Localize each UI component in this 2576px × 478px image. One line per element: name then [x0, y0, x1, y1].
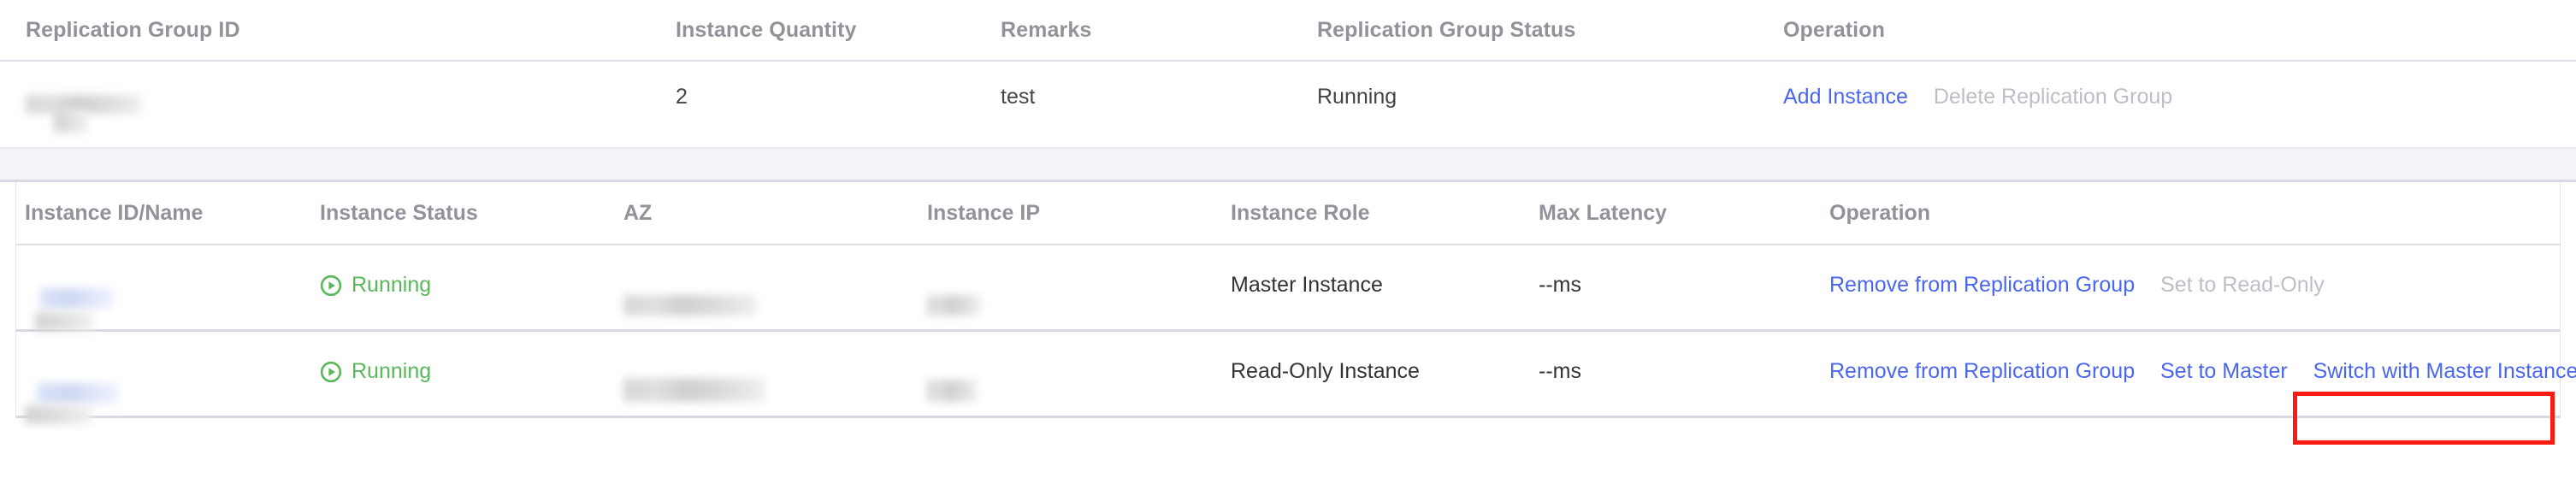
column-header-remarks: Remarks	[1001, 17, 1092, 42]
add-instance-link[interactable]: Add Instance	[1783, 85, 1908, 109]
column-header-operation: Operation	[1783, 17, 1885, 42]
cell-instance-id-name[interactable]	[16, 245, 320, 339]
redaction-blob	[37, 383, 118, 404]
cell-instance-role: Master Instance	[1231, 273, 1383, 297]
switch-with-master-instance-link[interactable]: Switch with Master Instance	[2313, 359, 2576, 383]
cell-instance-status: Running	[320, 332, 623, 384]
instance-status-label: Running	[352, 359, 432, 383]
redaction-blob	[54, 110, 88, 133]
column-header-instance-quantity: Instance Quantity	[676, 17, 857, 42]
cell-replication-group-id[interactable]	[0, 62, 676, 134]
cell-az	[623, 245, 927, 316]
remove-from-replication-group-link[interactable]: Remove from Replication Group	[1829, 359, 2136, 383]
cell-instance-status: Running	[320, 245, 623, 298]
column-header-instance-role: Instance Role	[1231, 200, 1370, 225]
table-row[interactable]: Running Read-Only Instance --ms Remove f…	[16, 332, 2576, 424]
replication-group-table: Replication Group ID Instance Quantity R…	[0, 0, 2576, 147]
play-circle-icon	[320, 274, 342, 296]
redacted-az	[623, 295, 756, 316]
instance-table: Instance ID/Name Instance Status AZ Inst…	[15, 182, 2576, 424]
column-header-instance-status: Instance Status	[320, 200, 478, 225]
cell-remarks: test	[1001, 85, 1036, 109]
cell-instance-role: Read-Only Instance	[1231, 359, 1420, 383]
cell-instance-ip	[927, 332, 1231, 402]
redacted-instance-id-name	[25, 288, 320, 339]
column-header-instance-id-name: Instance ID/Name	[25, 200, 204, 225]
remove-from-replication-group-link[interactable]: Remove from Replication Group	[1829, 273, 2136, 297]
redacted-instance-ip	[927, 380, 977, 402]
table-row[interactable]: Running Master Instance --ms Remove from…	[16, 245, 2560, 332]
redacted-replication-group-id	[26, 95, 676, 134]
table-row[interactable]: 2 test Running Add Instance Delete Repli…	[0, 62, 2576, 147]
instance-status-label: Running	[352, 273, 432, 297]
redacted-instance-ip	[927, 295, 980, 316]
redaction-blob	[35, 312, 93, 331]
set-to-master-link[interactable]: Set to Master	[2160, 359, 2288, 383]
column-header-replication-group-id: Replication Group ID	[26, 17, 240, 42]
cell-operation: Remove from Replication Group Set to Mas…	[1829, 332, 2576, 384]
redacted-az	[623, 378, 765, 402]
cell-operation: Add Instance Delete Replication Group	[1783, 62, 2553, 109]
cell-operation: Remove from Replication Group Set to Rea…	[1829, 245, 2548, 298]
column-header-max-latency: Max Latency	[1539, 200, 1668, 225]
instance-list-panel: Instance ID/Name Instance Status AZ Inst…	[0, 182, 2576, 424]
cell-replication-group-status: Running	[1317, 85, 1397, 109]
replication-group-table-header: Replication Group ID Instance Quantity R…	[0, 0, 2576, 62]
instance-table-header: Instance ID/Name Instance Status AZ Inst…	[16, 182, 2560, 245]
redaction-blob	[40, 288, 113, 309]
redacted-instance-id-name	[25, 375, 320, 426]
delete-replication-group-link: Delete Replication Group	[1933, 85, 2173, 109]
column-header-replication-group-status: Replication Group Status	[1317, 17, 1576, 42]
cell-instance-quantity: 2	[676, 85, 688, 109]
expanded-row-band	[0, 147, 2576, 182]
play-circle-icon	[320, 361, 342, 382]
column-header-az: AZ	[623, 200, 653, 225]
redaction-blob	[26, 95, 141, 114]
cell-max-latency: --ms	[1539, 273, 1581, 297]
cell-instance-ip	[927, 245, 1231, 316]
set-to-read-only-link: Set to Read-Only	[2160, 273, 2325, 297]
column-header-operation: Operation	[1829, 200, 1931, 225]
cell-instance-id-name[interactable]	[16, 332, 320, 426]
redaction-blob	[25, 405, 92, 424]
cell-max-latency: --ms	[1539, 359, 1581, 383]
cell-az	[623, 332, 927, 402]
column-header-instance-ip: Instance IP	[927, 200, 1040, 225]
